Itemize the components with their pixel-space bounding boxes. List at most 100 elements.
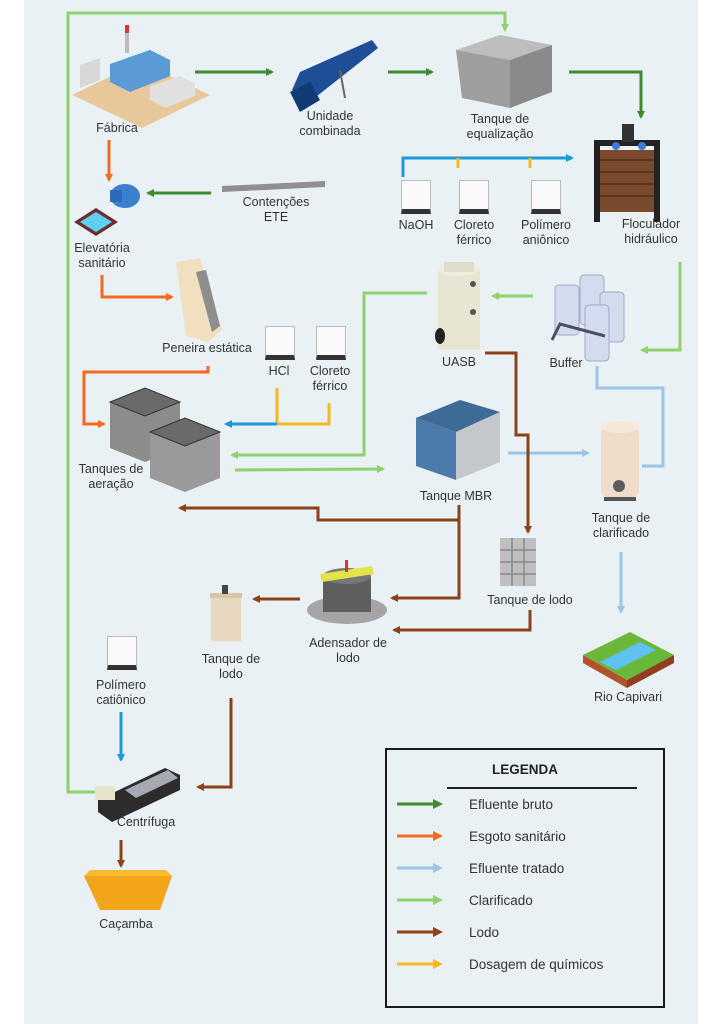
flow-floculador-to-buffer [640,262,682,354]
aeration-tanks-icon [108,387,222,492]
containment-channel-icon [222,181,325,192]
label-line: Polímero [95,678,147,692]
label-line: Contenções [242,195,310,209]
legend-arrow-icon [397,831,443,841]
flow-clarificado-return-loop [66,11,509,794]
buffer-tanks-icon [550,274,625,362]
legend-arrow-icon [397,895,443,905]
river-icon [583,632,674,688]
legend-title: LEGENDA [491,762,558,777]
label-line: NaOH [398,218,434,232]
legend-label: Efluente tratado [469,860,565,876]
label-line: Rio Capivari [593,690,663,704]
label-line: Peneira estática [162,341,252,355]
legend-arrow-icon [397,863,443,873]
dumpster-icon [84,870,172,910]
label-line: Floculador [621,217,681,231]
label-line: ETE [263,210,289,224]
label-line: Tanque MBR [419,489,493,503]
label-line: Centrífuga [116,815,176,829]
uasb-reactor-icon [435,262,480,350]
label-line: Elevatória [74,241,130,255]
label-line: clarificado [592,526,650,540]
flocculator-icon [594,124,660,222]
label-line: Tanque de [470,112,530,126]
flow-equalizacao-to-floculador [569,70,645,119]
label-line: férrico [456,233,492,247]
flow-tanque-lodo-to-adensador [392,610,532,634]
label-uasb: UASB [442,355,476,370]
static-screen-icon [176,258,222,342]
label-line: Unidade [306,109,354,123]
legend-item-lodo: Lodo [397,922,499,942]
factory-icon [72,25,210,128]
label-line: Tanque de lodo [487,593,573,607]
hcl-tote-icon [265,326,295,360]
label-line: Cloreto [309,364,351,378]
legend-label: Clarificado [469,892,533,908]
label-naoh: NaOH [399,218,434,233]
label-line: Cloreto [453,218,495,232]
label-tanque-lodo: Tanque de lodo [487,593,573,608]
label-line: Adensador de [309,636,387,650]
label-buffer: Buffer [549,356,582,371]
flow-mbr-to-adensador [390,520,461,602]
label-line: Tanque de [591,511,651,525]
flow-dosing-hcl-fecl [275,388,331,426]
label-peneira: Peneira estática [162,341,252,356]
legend-item-esgoto-sanitario: Esgoto sanitário [397,826,566,846]
legend-arrow-icon [397,927,443,937]
equalization-tank-icon [456,35,552,108]
flow-mbr-to-aeracao [178,504,461,522]
label-line: Buffer [549,356,583,370]
clarified-tank-icon [601,421,639,501]
flow-uasb-to-tanque-lodo [485,351,532,534]
label-line: lodo [336,651,360,665]
label-line: Fábrica [96,121,138,135]
label-line: hidráulico [624,232,678,246]
screw-conveyor-icon [290,40,378,112]
legend-label: Lodo [469,924,500,940]
label-line: Caçamba [99,917,153,931]
legend-label: Dosagem de químicos [469,956,604,972]
legend-arrow-icon [397,959,443,969]
label-centrifuga: Centrífuga [117,815,175,830]
sludge-tank-grid-icon [500,538,536,586]
legend-item-efluente-bruto: Efluente bruto [397,794,553,814]
label-line: sanitário [78,256,126,270]
naoh-tote-icon [401,180,431,214]
pump-station-icon [74,184,140,236]
label-line: HCl [268,364,290,378]
label-tanque-mbr: Tanque MBR [420,489,492,504]
flow-tanque-lodo-to-centrifuga [196,698,233,791]
legend-label: Efluente bruto [469,796,554,812]
label-line: Tanques de [78,462,144,476]
flow-aeracao-to-mbr [234,465,385,474]
label-line: catiônico [96,693,146,707]
label-line: aniônico [522,233,570,247]
legend-arrow-icon [397,799,443,809]
flow-uasb-to-aeracao [230,291,427,459]
cloreto-ferrico-tote-icon [459,180,489,214]
label-line: aeração [88,477,134,491]
label-line: férrico [312,379,348,393]
diagram-panel [24,0,698,1024]
sludge-tank-cylinder-icon [210,585,242,641]
flow-buffer-to-clarificado [595,366,665,468]
legend-item-dosagem: Dosagem de químicos [397,954,603,974]
label-cacamba: Caçamba [99,917,153,932]
mbr-tank-icon [416,400,500,480]
flow-elevatoria-to-peneira [100,275,174,301]
